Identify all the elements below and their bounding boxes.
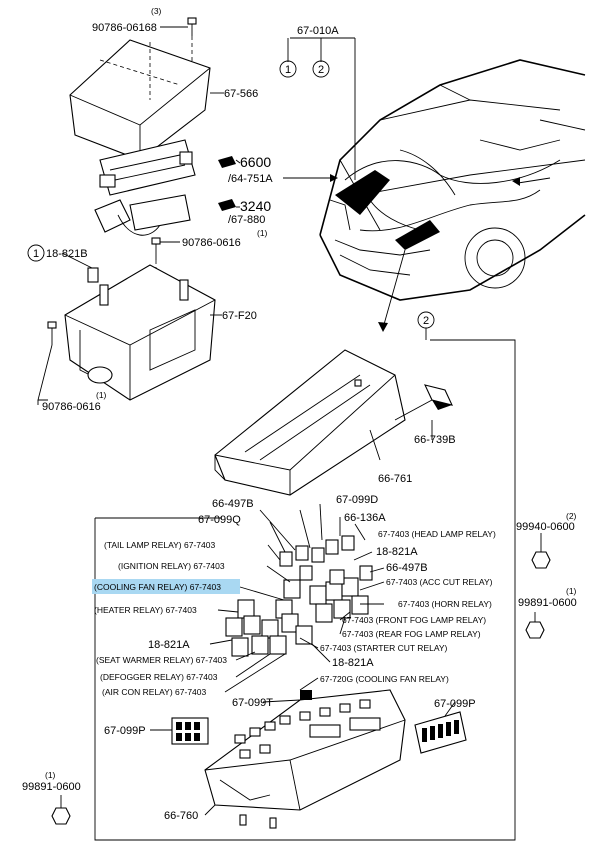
harness-circle-1-number: 1 [285,64,291,76]
top-bolt-label: 90786-06168 [92,22,157,34]
connector-67-099P-right-drawing [414,711,467,754]
part-67-099T-label: 67-099T [232,697,273,709]
nut-left-drawing [51,807,71,825]
harness-label: 67-010A [297,25,339,37]
harness-callout-circle-1 [279,60,297,78]
part-67-099Q-label: 67-099Q [198,514,241,526]
nut-left-label: 99891-0600 [22,781,81,793]
defogger-relay-label: (DEFOGGER RELAY) 67-7403 [100,672,218,682]
clip-circle-number: 1 [33,248,39,260]
relay-cluster-drawing [225,535,373,657]
engine-bay-wiring-drawing [335,149,561,250]
seat-warmer-relay-label: (SEAT WARMER RELAY) 67-7403 [96,655,227,665]
part-66-497B-right-label: 66-497B [386,562,428,574]
clip-label: 18-821B [46,248,88,260]
relay-3240-icon [218,199,236,211]
heater-relay-label: (HEATER RELAY) 67-7403 [94,605,197,615]
cover-tab-label: 66-739B [414,434,456,446]
relay-3240-drawing [94,194,191,236]
harness-circle-2-number: 2 [318,64,324,76]
clip-18-821A-bottom-label: 18-821A [332,657,374,669]
air-con-relay-label: (AIR CON RELAY) 67-7403 [102,687,207,697]
nut-left-qty: (1) [45,770,56,780]
harness-leader-lines [283,37,551,332]
front-fog-lamp-relay-label: 67-7403 (FRONT FOG LAMP RELAY) [342,615,486,625]
part-67-099D-label: 67-099D [336,494,378,506]
rear-fog-lamp-relay-label: 67-7403 (REAR FOG LAMP RELAY) [342,629,481,639]
nut-right-lower-qty: (1) [566,586,577,596]
car-body-drawing [319,59,586,301]
lower-bolt-qty: (1) [96,390,107,400]
clip-18-821B-drawing [87,267,99,283]
relay-box-cover-drawing [69,39,211,161]
mid-bolt-qty: (1) [257,228,268,238]
box-cover-drawing [214,349,406,496]
box-base-label: 66-760 [164,810,198,822]
nut-right-lower-drawing [525,621,545,639]
bracket-label: 67-F20 [222,310,257,322]
nut-right-upper-drawing [531,551,551,569]
part-66-497B-top-label: 66-497B [212,498,254,510]
top-left-leader-lines [37,26,241,405]
horn-relay-label: 67-7403 (HORN RELAY) [398,599,492,609]
nut-right-lower-label: 99891-0600 [518,597,577,609]
lower-bolt-label: 90786-0616 [42,401,101,413]
connector-67-099P-left-label: 67-099P [104,725,146,737]
lower-bolt-drawing [47,321,57,345]
harness-callout-circle-2 [312,60,330,78]
connector-67-099P-right-label: 67-099P [434,698,476,710]
relay-3240-label: 3240 [240,198,271,214]
cover-label: 67-566 [224,88,258,100]
detail-frame [94,328,516,841]
detail-leader-lines [60,399,542,816]
cover-tab-66-739B-drawing [424,384,453,410]
box-cover-label: 66-761 [378,473,412,485]
acc-cut-relay-label: 67-7403 (ACC CUT RELAY) [386,577,493,587]
tail-lamp-relay-label: (TAIL LAMP RELAY) 67-7403 [104,540,215,550]
cooling-fan-relay-label: (COOLING FAN RELAY) 67-7403 [94,582,221,592]
mid-bolt-label: 90786-0616 [182,237,241,249]
starter-cut-relay-label: 67-7403 (STARTER CUT RELAY) [320,643,448,653]
ignition-relay-label: (IGNITION RELAY) 67-7403 [118,561,225,571]
bracket-67-F20-drawing [64,264,216,401]
connector-67-099P-left-drawing [171,717,209,745]
box-base-drawing [204,689,406,829]
nut-right-upper-label: 99940-0600 [516,521,575,533]
detail-callout-circle [417,311,435,329]
nut-right-upper-qty: (2) [566,511,577,521]
top-bolt-qty: (3) [151,6,162,16]
clip-callout-circle [27,244,45,262]
cooling-fan-relay-2-label: 67-720G (COOLING FAN RELAY) [320,674,449,684]
clip-18-821A-left-label: 18-821A [148,639,190,651]
relay-3240-ref: /67-880 [228,214,265,226]
clip-18-821A-right-label: 18-821A [376,546,418,558]
relay-block-drawing [99,139,196,196]
head-lamp-relay-label: 67-7403 (HEAD LAMP RELAY) [378,529,496,539]
relay-6600-label: 6600 [240,154,271,170]
part-66-136A-label: 66-136A [344,512,386,524]
cooling-fan-relay-highlight [92,579,240,594]
detail-callout-number: 2 [423,315,429,327]
relay-6600-ref: /64-751A [228,173,273,185]
relay-6600-icon [218,156,236,168]
